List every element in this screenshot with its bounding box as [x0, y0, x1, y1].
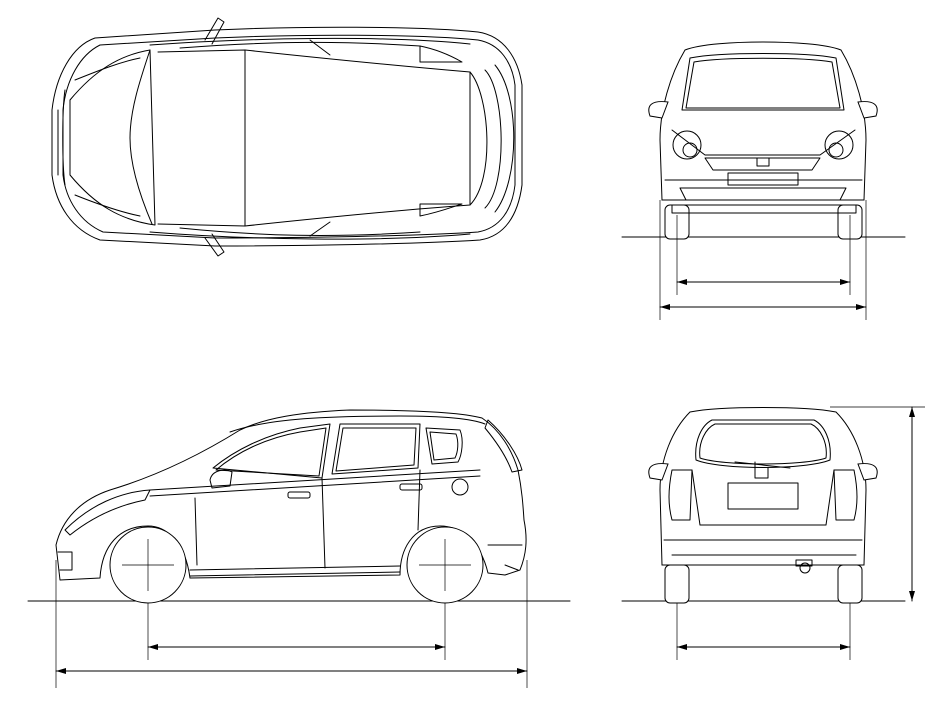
- rear-view: [621, 406, 925, 660]
- top-view: [51, 17, 523, 257]
- front-view: [621, 41, 906, 320]
- side-view: [27, 409, 571, 688]
